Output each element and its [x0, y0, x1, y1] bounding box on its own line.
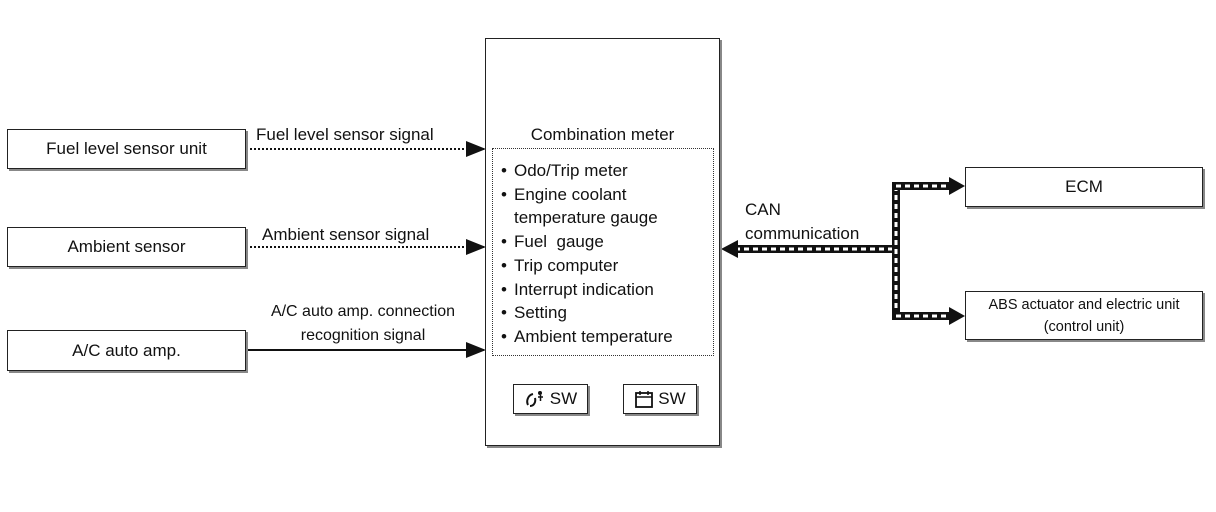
ac-signal-label-line1: A/C auto amp. connection — [270, 303, 456, 320]
fuel-signal-label: Fuel level sensor signal — [256, 125, 434, 144]
can-communication-label: CAN communication — [745, 198, 859, 246]
function-fuel-gauge: •Fuel gauge — [501, 232, 604, 252]
meter-function-list: •Odo/Trip meter •Engine coolant temperat… — [492, 148, 714, 356]
combination-meter-box: Combination meter — [485, 38, 720, 446]
trip-reset-switch-label: SW — [549, 389, 578, 408]
function-odo-trip: •Odo/Trip meter — [501, 161, 628, 180]
ambient-sensor-label: Ambient sensor — [67, 237, 186, 256]
function-engine-coolant: •Engine coolant — [501, 184, 627, 204]
function-engine-coolant-cont: temperature gauge — [514, 208, 658, 228]
can-arrow-ecm — [949, 177, 965, 195]
display-select-switch-label: SW — [658, 389, 686, 408]
abs-label-line1: ABS actuator and electric unit — [988, 296, 1180, 313]
display-select-switch[interactable]: SW — [623, 384, 697, 414]
can-arrow-meter — [721, 240, 738, 258]
ac-signal-label: A/C auto amp. connection recognition sig… — [250, 300, 476, 348]
can-label-line2: communication — [745, 224, 860, 243]
fuel-level-sensor-unit-label: Fuel level sensor unit — [46, 139, 207, 158]
combination-meter-title: Combination meter — [530, 125, 675, 144]
trip-reset-icon — [526, 391, 543, 407]
can-label-line1: CAN — [745, 200, 781, 219]
ambient-sensor-box: Ambient sensor — [7, 227, 246, 267]
function-ambient-temperature: •Ambient temperature — [501, 326, 673, 346]
ac-auto-amp-box: A/C auto amp. — [7, 330, 246, 371]
can-bus — [734, 182, 952, 320]
display-select-icon — [635, 391, 654, 408]
ac-signal-label-line2: recognition signal — [300, 327, 426, 344]
ecm-box: ECM — [965, 167, 1203, 207]
abs-actuator-box: ABS actuator and electric unit (control … — [965, 291, 1203, 340]
abs-label-line2: (control unit) — [1043, 318, 1125, 335]
can-arrow-abs — [949, 307, 965, 325]
ambient-signal-label: Ambient sensor signal — [262, 225, 430, 244]
ac-auto-amp-label: A/C auto amp. — [72, 340, 181, 360]
ecm-label: ECM — [1065, 177, 1103, 196]
function-setting: •Setting — [501, 303, 567, 323]
function-trip-computer: •Trip computer — [501, 255, 619, 275]
function-interrupt-indication: •Interrupt indication — [501, 279, 654, 299]
fuel-level-sensor-unit-box: Fuel level sensor unit — [7, 129, 246, 169]
trip-reset-switch[interactable]: SW — [513, 384, 588, 414]
